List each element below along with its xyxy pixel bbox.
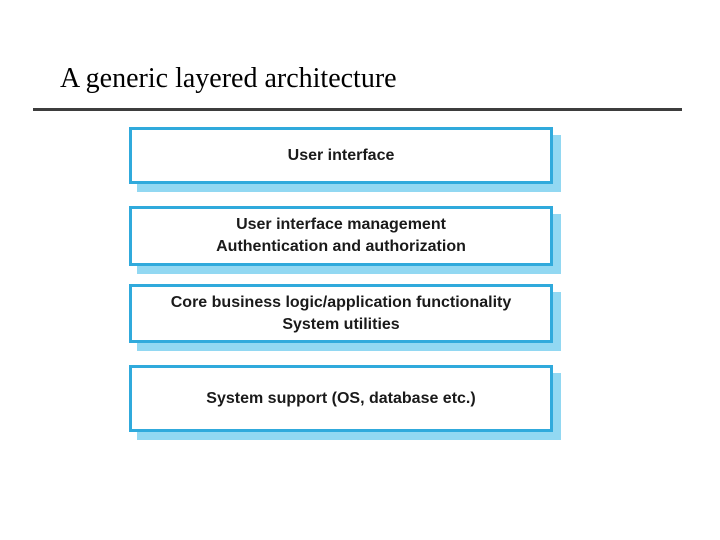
- layer-label: User interface: [287, 146, 395, 164]
- layer-label: System utilities: [282, 315, 400, 333]
- layer-label: Authentication and authorization: [216, 238, 466, 255]
- layer-label: Core business logic/application function…: [170, 293, 512, 311]
- layer-label: User interface management: [236, 216, 446, 233]
- title-divider: [33, 108, 682, 111]
- layer-box-ui-management: User interface management Authentication…: [129, 206, 553, 266]
- layer-box-user-interface: User interface: [129, 127, 553, 184]
- layer-box-system-support: System support (OS, database etc.): [129, 365, 553, 432]
- layer-box-core-logic: Core business logic/application function…: [129, 284, 553, 343]
- slide-title: A generic layered architecture: [60, 63, 397, 94]
- layer-label: System support (OS, database etc.): [206, 389, 476, 407]
